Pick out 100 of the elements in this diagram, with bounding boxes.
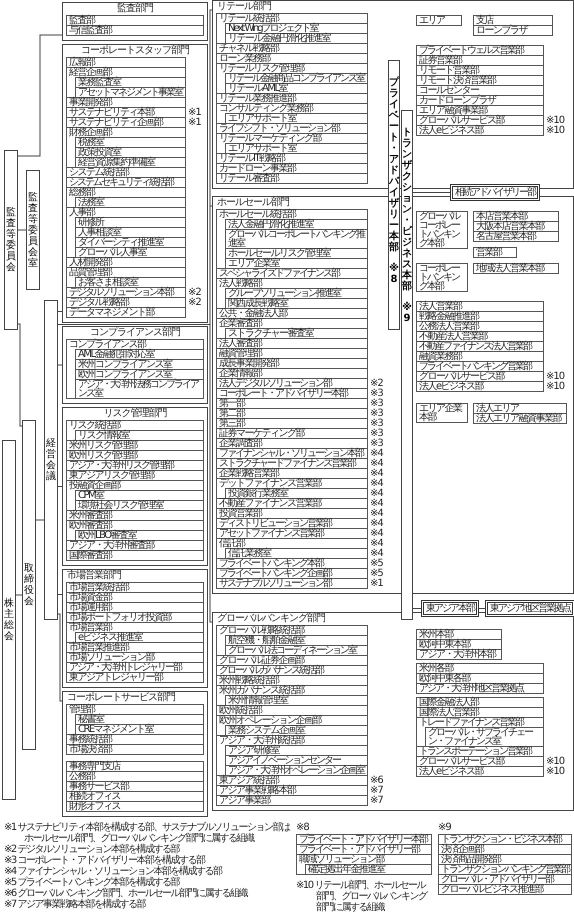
department-box [296, 834, 432, 845]
department-name: プライベートバンキング営業部 [418, 362, 532, 371]
footnote-mark: ※10 [546, 382, 564, 391]
department-name: 欧州統括部 [218, 706, 263, 715]
department-box [416, 351, 544, 362]
connector-line [58, 364, 62, 366]
department-name: 経営企画部 [68, 68, 112, 77]
department-box [438, 874, 572, 885]
department-name: トレードファイナンス営業部 [418, 718, 524, 727]
department-name: 市場ポートフォリオ投資部 [68, 613, 172, 622]
department-box [473, 413, 567, 424]
department-box [438, 834, 572, 845]
department-box [66, 97, 186, 108]
department-name: 欧州オペレーション企画部 [218, 716, 322, 725]
division-heading: リテール部門 [217, 1, 271, 12]
department-box [416, 403, 468, 423]
department-box [225, 288, 368, 299]
department-name: 第二部 [218, 409, 246, 418]
footnote-mark: ※5 [370, 569, 383, 578]
footnote-mark: ※3 [370, 429, 383, 438]
footnote-mark: ※3 [370, 419, 383, 428]
footnote-mark: ※4 [370, 479, 383, 488]
connector-line [478, 608, 486, 609]
department-name: サステナビリティ企画部 [68, 118, 164, 127]
department-box [75, 77, 186, 88]
footnote-mark: ※3 [370, 389, 383, 398]
footnote-text: ※2 デジタルソリューション本部を構成する部 [4, 844, 180, 855]
footnote-mark: ※2 [188, 298, 201, 307]
department-name: 人事相談室 [77, 228, 122, 237]
footnote-mark: ※7 [370, 796, 383, 805]
department-box [416, 717, 544, 747]
department-box [438, 854, 572, 865]
department-name: コンサルティング業務部 [218, 104, 314, 113]
governance-name: 監査等委員会室 [28, 192, 38, 268]
department-name: 企業戦略営業部 [218, 469, 280, 478]
department-box [75, 137, 186, 148]
department-box [416, 105, 544, 116]
footnote-mark: ※4 [370, 549, 383, 558]
division-heading: リスク管理部門 [104, 408, 166, 420]
department-name: 職域ソリューション部 [298, 855, 384, 864]
department-box [305, 864, 432, 875]
department-name: 米州コンプライアンス室 [77, 360, 173, 369]
headquarters-bar [401, 110, 413, 620]
department-box [66, 207, 186, 258]
department-box [416, 331, 544, 342]
department-name: グローバルビジネス推進部 [440, 885, 544, 894]
department-box [66, 662, 204, 673]
department-box [225, 725, 368, 736]
department-name: 東アジアトレジャリー部 [68, 673, 164, 682]
department-name: 法人エリア [475, 404, 519, 413]
footnote-mark: ※4 [370, 449, 383, 458]
department-name: 法人エリア融資事業部 [475, 414, 562, 423]
governance-name: 株主総会 [4, 598, 14, 642]
department-box [416, 311, 544, 322]
department-box [66, 267, 186, 288]
department-box [216, 93, 368, 104]
department-name: Next Wingプロジェクト室 [227, 24, 318, 33]
department-name: 欧州リスク管理部 [68, 451, 138, 460]
department-box [216, 103, 368, 124]
department-box [216, 63, 368, 94]
department-name: リテールAML室 [227, 84, 288, 93]
footnote-mark: ※3 [370, 439, 383, 448]
department-name: トランスポーテーション営業部 [418, 747, 532, 756]
department-name: 品質管理部 [68, 268, 112, 277]
footnote-mark: ※2 [370, 379, 383, 388]
department-box [216, 209, 368, 269]
department-name: ホールセールリスク管理室 [227, 249, 332, 258]
headquarters-name: プライベート・アドバイザリー本部 [389, 77, 399, 253]
department-name: 信託業務室 [228, 549, 272, 558]
department-box [66, 520, 204, 541]
department-name: リスク情報室 [78, 431, 130, 440]
footnote-mark: ※10 [546, 767, 564, 776]
department-box [66, 540, 204, 551]
department-name: 成長事業開発部 [218, 359, 280, 368]
department-box [225, 765, 368, 776]
department-box [216, 625, 368, 656]
department-name: アジア研修室 [227, 746, 280, 755]
department-name: コーポレートバンキング本部 [418, 264, 460, 291]
department-name: 不動産ファイナンス営業部 [218, 499, 322, 508]
department-name: 投資銀行業務室 [228, 489, 289, 498]
department-name: プライベート・アドバイザリー部 [298, 845, 420, 854]
department-name: 経営資源集約準備室 [77, 158, 156, 167]
department-name: ストラクチャードファイナンス営業部 [218, 459, 356, 468]
department-box [66, 440, 204, 451]
department-name: ローン業務部 [218, 54, 270, 63]
division-heading: ホールセール部門 [217, 197, 289, 208]
department-name: 東アジア本部 [425, 604, 476, 613]
department-box [416, 85, 544, 96]
department-box [473, 247, 517, 258]
department-name: アジア事業戦略本部 [218, 786, 297, 795]
department-box [416, 697, 544, 708]
department-box [66, 450, 204, 461]
department-box [66, 622, 204, 643]
department-name: デジタルソリューション本部 [68, 288, 174, 297]
department-box [66, 582, 204, 593]
department-name: 環境社会リスク管理室 [78, 501, 164, 510]
department-box [66, 339, 204, 399]
department-name: 法人eビジネス部 [418, 382, 485, 391]
division-panel [62, 2, 208, 41]
department-box [225, 328, 368, 339]
